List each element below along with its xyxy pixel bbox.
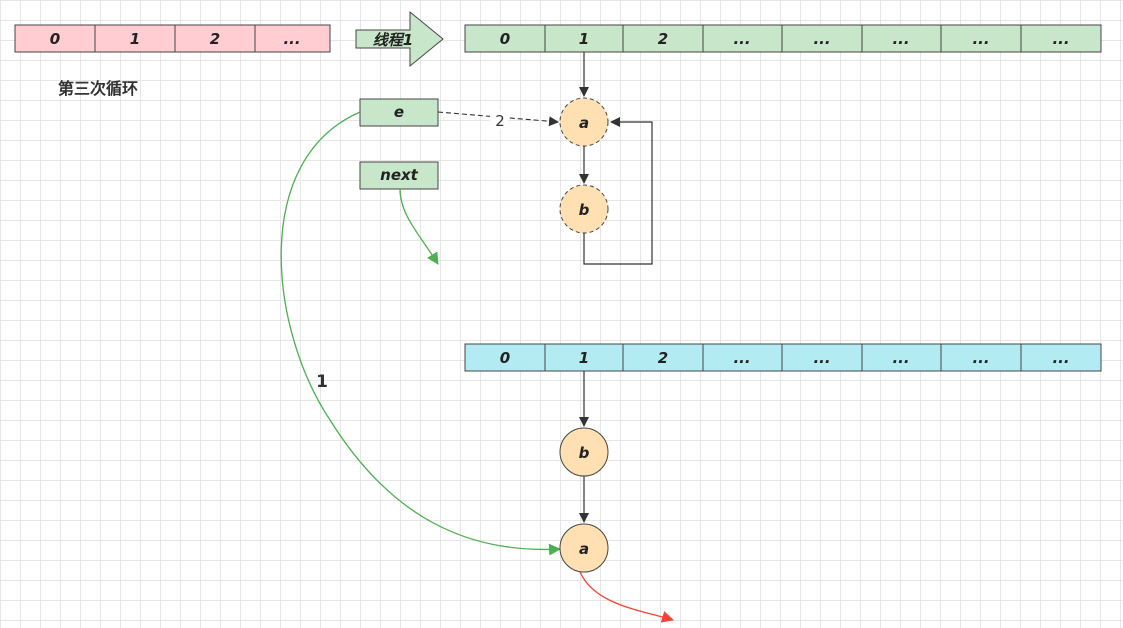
array-cell-label: ...	[813, 30, 830, 48]
array-cell	[254, 24, 331, 53]
array-cell	[702, 24, 783, 53]
array-cell	[464, 343, 546, 372]
array-cell-label: ...	[972, 349, 989, 367]
pointer-next-box	[359, 161, 439, 190]
edge-label-1: 1	[316, 372, 328, 392]
array-cell-label: 0	[500, 349, 510, 367]
array-cell-label: 1	[579, 349, 589, 367]
array-cell-label: ...	[813, 349, 830, 367]
array-cell-label: ...	[283, 30, 300, 48]
array-cell	[781, 24, 863, 53]
array-cell-label: 0	[500, 30, 510, 48]
node-b-result-label: b	[579, 444, 590, 462]
array-cell-label: 2	[658, 30, 668, 48]
array-cell-label: ...	[892, 30, 909, 48]
node-b-thread-label: b	[579, 201, 590, 219]
array-cell	[702, 343, 783, 372]
thread-arrow: 线程1	[355, 10, 444, 68]
edge-label-2: 2	[495, 112, 505, 130]
array-cell	[14, 24, 96, 53]
array-cell	[940, 24, 1022, 53]
array-cell	[174, 24, 256, 53]
array-cell-label: ...	[1052, 349, 1069, 367]
b-to-a-loop-arrow	[583, 117, 653, 265]
array-cell	[1020, 24, 1102, 53]
array-cell	[940, 343, 1022, 372]
array-cell	[544, 343, 624, 372]
node-a-thread-label: a	[579, 114, 589, 132]
array-cell	[622, 343, 704, 372]
array-cell	[94, 24, 176, 53]
array-cell-label: ...	[733, 30, 750, 48]
array-cell-label: ...	[1052, 30, 1069, 48]
array-cell-label: 2	[658, 349, 668, 367]
array-cell	[622, 24, 704, 53]
e-to-result-a-green-curve	[280, 111, 561, 556]
pointer-next-label: next	[380, 166, 419, 184]
array-cell-label: 0	[50, 30, 60, 48]
pointer-e-label: e	[394, 103, 404, 121]
array-cell	[544, 24, 624, 53]
edge-label-bg	[490, 111, 508, 129]
array-cell	[861, 24, 942, 53]
block-arrow-shape	[355, 10, 444, 68]
red-next-arrow	[579, 571, 674, 623]
thread-arrow-label: 线程1	[373, 31, 413, 49]
array-cell-label: ...	[892, 349, 909, 367]
array-cell-label: ...	[972, 30, 989, 48]
array-cell-label: ...	[733, 349, 750, 367]
thread-array: 0 1 2 ... ... ... ... ...	[464, 24, 1102, 53]
array-cell-label: 1	[579, 30, 589, 48]
array-cell-label: 1	[130, 30, 140, 48]
node-a-result	[559, 523, 609, 573]
result-array: 0 1 2 ... ... ... ... ...	[464, 343, 1102, 372]
array-cell	[1020, 343, 1102, 372]
source-array: 0 1 2 ...	[14, 24, 331, 53]
array-cell	[861, 343, 942, 372]
node-a-result-label: a	[579, 540, 589, 558]
loop-title: 第三次循环	[58, 79, 138, 98]
next-green-arrow	[399, 188, 439, 265]
array-cell-label: 2	[210, 30, 220, 48]
